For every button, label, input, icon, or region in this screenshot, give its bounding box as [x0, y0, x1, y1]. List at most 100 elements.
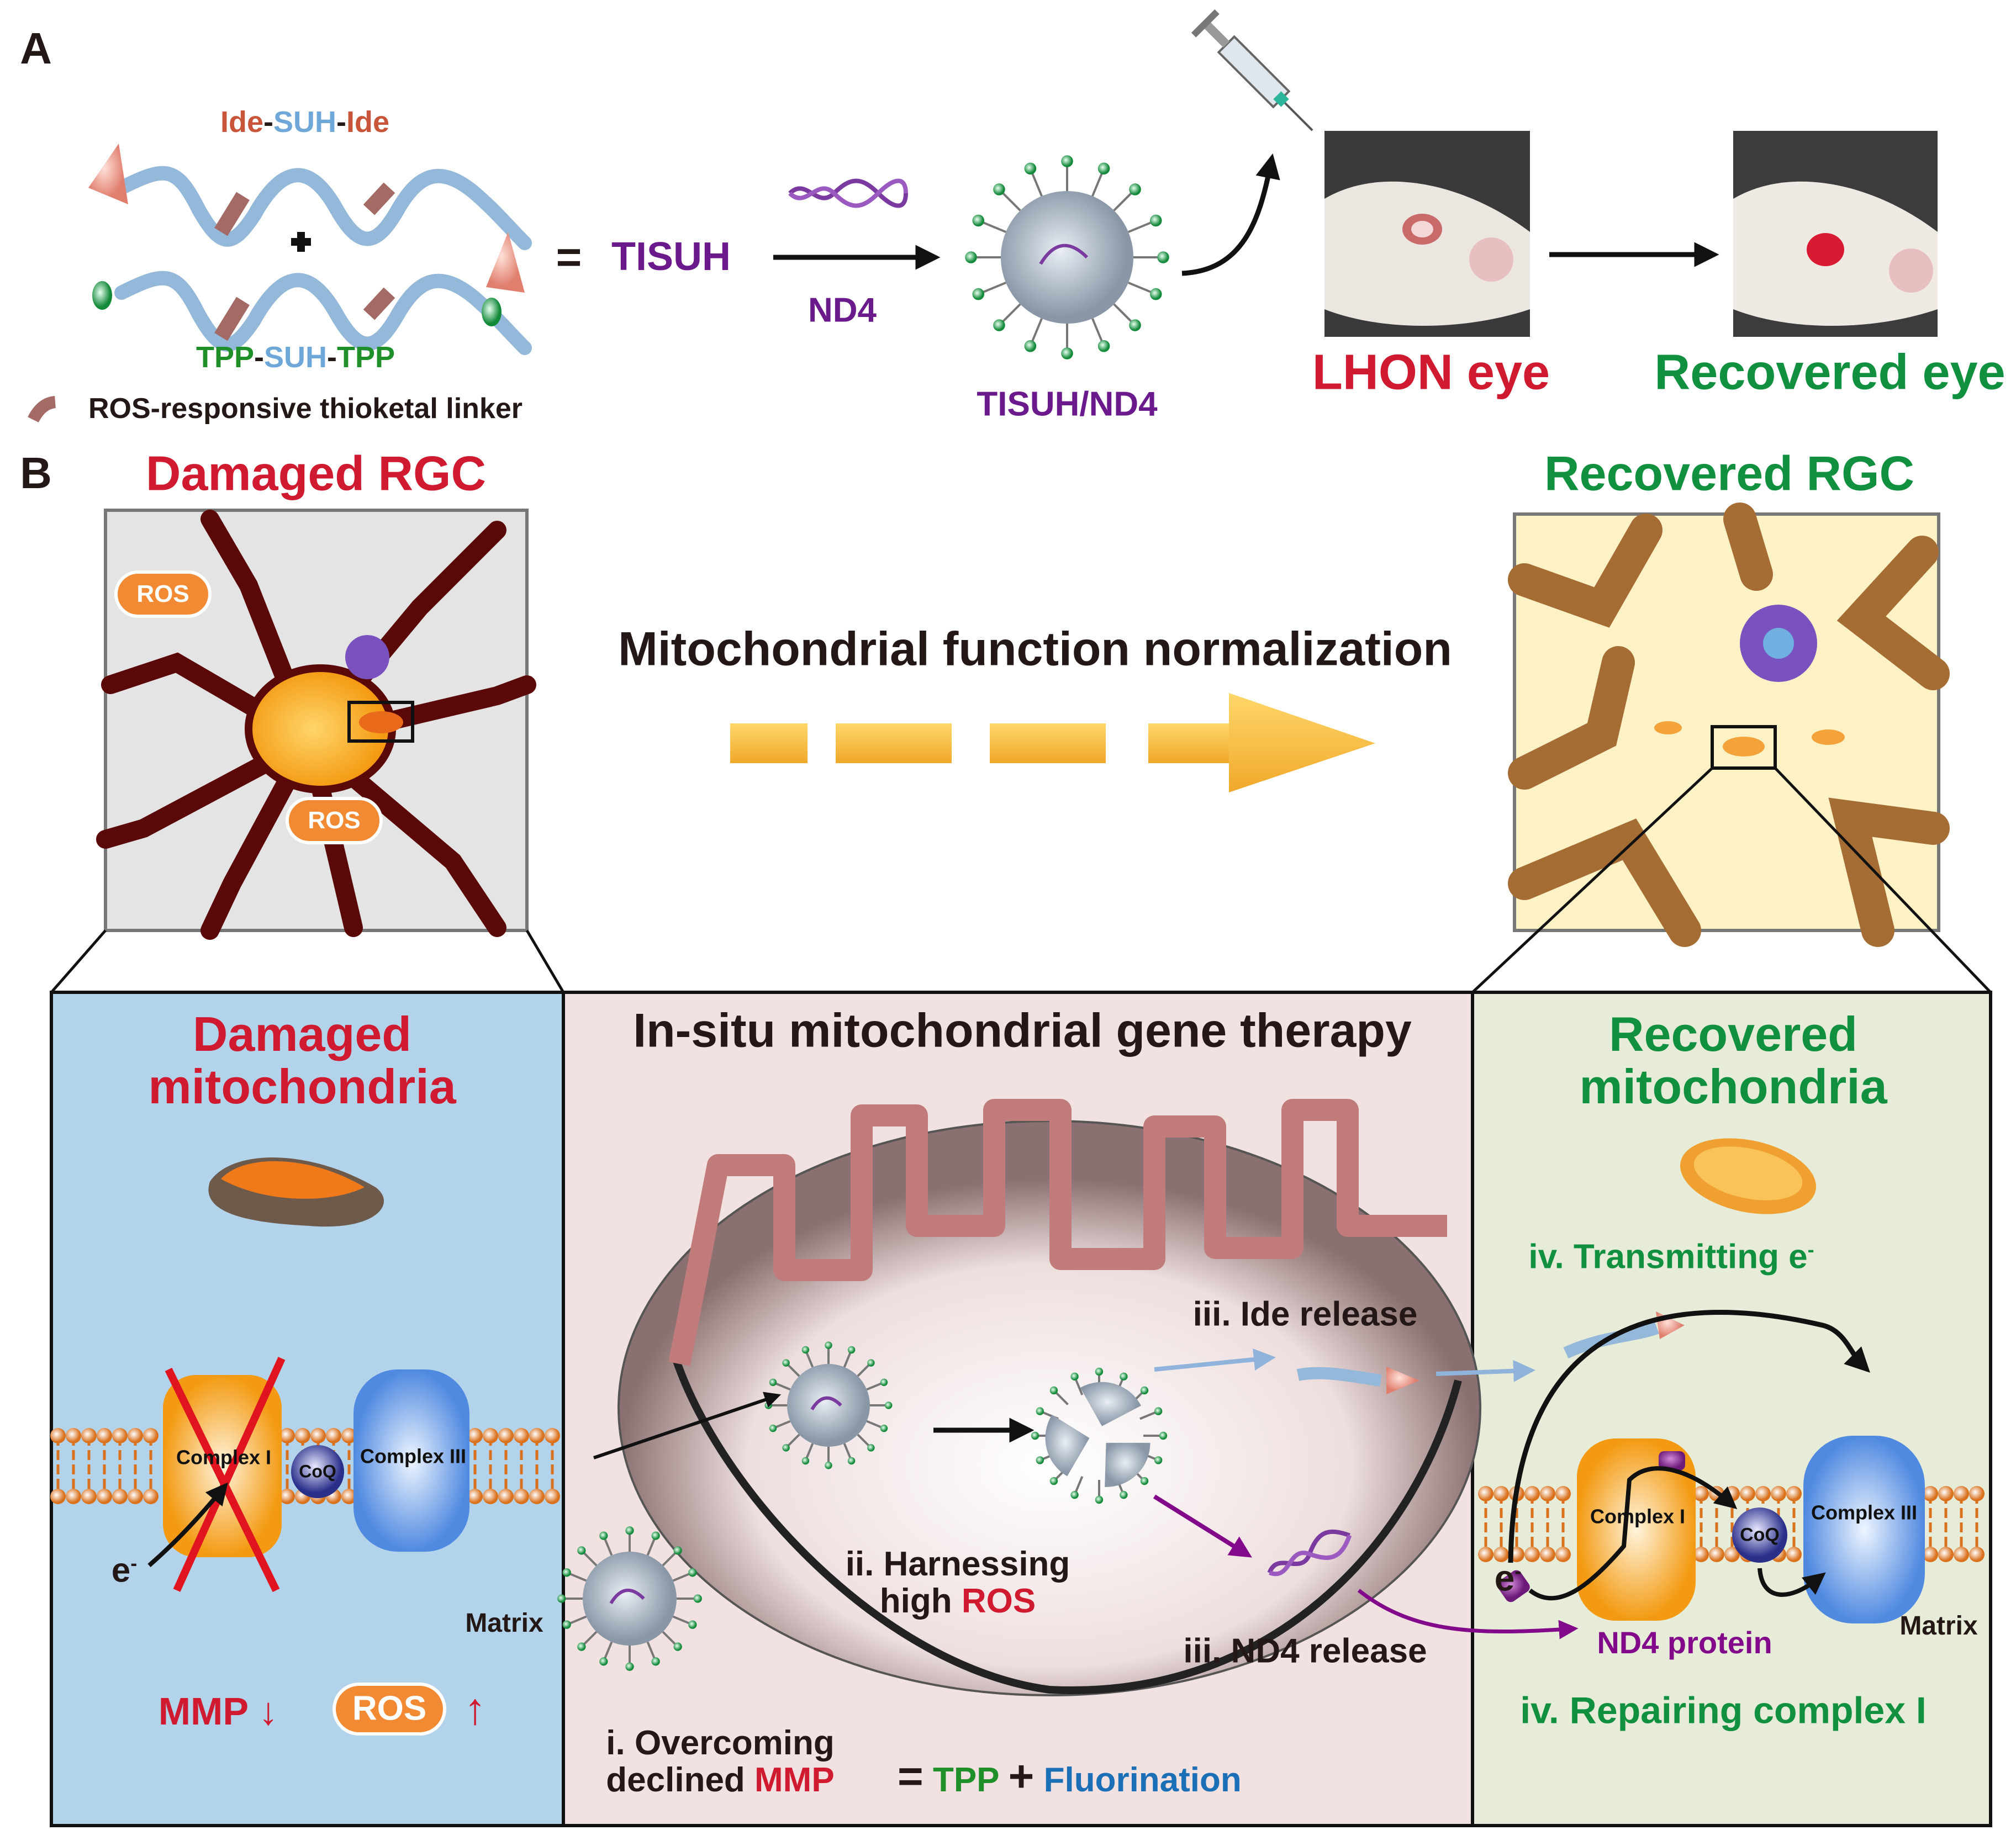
electron-label: e-: [1495, 1558, 1522, 1598]
lhon-mouse-eye-photo: [1324, 131, 1530, 337]
electron-charge: -: [1514, 1559, 1522, 1583]
nd4-dna-icon: [1267, 1529, 1352, 1577]
tisuh-nd4-nanoparticle-icon: [965, 155, 1169, 359]
tpp-ball-icon: [1061, 347, 1073, 359]
tpp-ball-icon: [625, 1662, 634, 1671]
dash: -: [336, 105, 346, 139]
lipid-head: [1693, 1547, 1709, 1562]
tpp-ball-icon: [782, 1444, 790, 1452]
nd4-protein-label: ND4 protein: [1597, 1625, 1772, 1660]
tpp-ball-icon: [825, 1462, 832, 1469]
lipid-head: [50, 1428, 66, 1443]
lipid-head: [66, 1428, 81, 1443]
title-line: mitochondria: [148, 1059, 456, 1114]
coq-icon: [1732, 1508, 1787, 1563]
lipid-head: [514, 1428, 529, 1443]
matrix-label: Matrix: [1899, 1611, 1978, 1641]
lipid-head: [1478, 1486, 1493, 1501]
lipid-head: [128, 1489, 143, 1504]
lipid-head: [1478, 1547, 1493, 1562]
tpp-ball-icon: [1036, 1407, 1044, 1415]
tpp-ball-icon: [1120, 1490, 1128, 1499]
lipid-head: [1954, 1547, 1969, 1562]
text-line: declined: [606, 1761, 755, 1799]
lipid-head: [1724, 1547, 1740, 1562]
tpp-text: TPP: [196, 340, 255, 374]
lipid-head: [326, 1428, 341, 1443]
lipid-head: [81, 1489, 97, 1504]
tpp-suh-tpp-label: TPP-SUH-TPP: [196, 341, 395, 373]
tpp-text: TPP: [336, 340, 395, 374]
electron-text: e: [111, 1551, 131, 1590]
coq-label: CoQ: [299, 1461, 336, 1482]
complex-i-label: Complex I: [1590, 1505, 1686, 1528]
lipid-head: [1540, 1547, 1555, 1562]
tpp-ball-icon: [880, 1378, 888, 1387]
nd4-to-protein-arrow: [1357, 1589, 1579, 1639]
zoom-lines: [50, 767, 1992, 993]
dna-cargo: [609, 1589, 645, 1605]
coq-label: CoQ: [1740, 1524, 1780, 1546]
repairing-complex-i-label: iv. Repairing complex I: [1520, 1689, 1927, 1732]
lipid-head: [1771, 1486, 1786, 1501]
tpp-ball-icon: [673, 1642, 682, 1651]
lipid-head: [1693, 1486, 1709, 1501]
recovered-mitochondrion-icon: [1680, 1138, 1817, 1214]
lipid-head: [483, 1428, 498, 1443]
tpp-ball-icon: [993, 319, 1005, 331]
lipid-head: [1786, 1486, 1802, 1501]
tpp-ball-icon: [972, 288, 985, 300]
lipid-head: [128, 1428, 143, 1443]
lipid-head: [1524, 1486, 1540, 1501]
tpp-ball-icon: [577, 1642, 586, 1651]
lipid-head: [1938, 1486, 1954, 1501]
nd4-label: ND4: [808, 291, 877, 330]
ros-badge-icon: [286, 797, 383, 844]
tpp-ball-icon: [1031, 1431, 1039, 1440]
tpp-ball-icon: [885, 1401, 893, 1409]
lipid-head: [143, 1489, 159, 1504]
electron-charge: -: [130, 1551, 138, 1574]
tpp-ball-icon: [1049, 1386, 1058, 1395]
down-arrow-icon: ↓: [258, 1690, 278, 1733]
electron-charge: -: [1807, 1237, 1814, 1261]
damaged-mitochondria-panel: [50, 991, 565, 1827]
tpp-ball-icon: [1095, 1495, 1104, 1504]
electron-label: e-: [111, 1551, 138, 1590]
matrix-label: Matrix: [465, 1609, 543, 1638]
tpp-ball-icon: [1154, 1407, 1163, 1415]
tpp-ball-icon: [651, 1657, 660, 1666]
suh-text: SUH: [273, 105, 337, 139]
lipid-head: [1938, 1547, 1954, 1562]
nd4-protein-icon: [1659, 1451, 1685, 1471]
tpp-ball-icon: [1149, 288, 1162, 300]
lipid-head: [1493, 1486, 1509, 1501]
tpp-ball-icon: [1159, 1431, 1168, 1440]
equals-sign: =: [898, 1752, 923, 1801]
fluorination-text: Fluorination: [1043, 1761, 1242, 1799]
lipid-head: [514, 1489, 529, 1504]
tpp-ball-icon: [1070, 1372, 1079, 1381]
damaged-rgc-image: [96, 509, 536, 940]
transmitting-electron-label: iv. Transmitting e-: [1528, 1239, 1814, 1276]
tpp-ball-icon: [847, 1346, 856, 1354]
ros-badge-text: ROS: [352, 1689, 427, 1728]
tpp-ball-icon: [1097, 340, 1110, 352]
nanoparticle-core: [1001, 191, 1133, 324]
syringe-icon: [1191, 9, 1313, 131]
panel-a-label: A: [20, 23, 52, 73]
complex-iii-icon: [353, 1369, 469, 1552]
tpp-ball-icon: [1049, 1477, 1058, 1485]
tpp-ball-icon: [1024, 162, 1037, 175]
suh-text: SUH: [263, 340, 328, 374]
nd4-protein-icon: [1497, 1570, 1530, 1602]
lipid-head: [1540, 1486, 1555, 1501]
tpp-ball-icon: [801, 1346, 810, 1354]
lipid-head: [1923, 1486, 1938, 1501]
tpp-ball-icon: [1097, 162, 1110, 175]
nanoparticle-icon: [557, 1526, 702, 1671]
recovered-rgc-image: [1508, 503, 1950, 947]
lipid-head: [483, 1489, 498, 1504]
